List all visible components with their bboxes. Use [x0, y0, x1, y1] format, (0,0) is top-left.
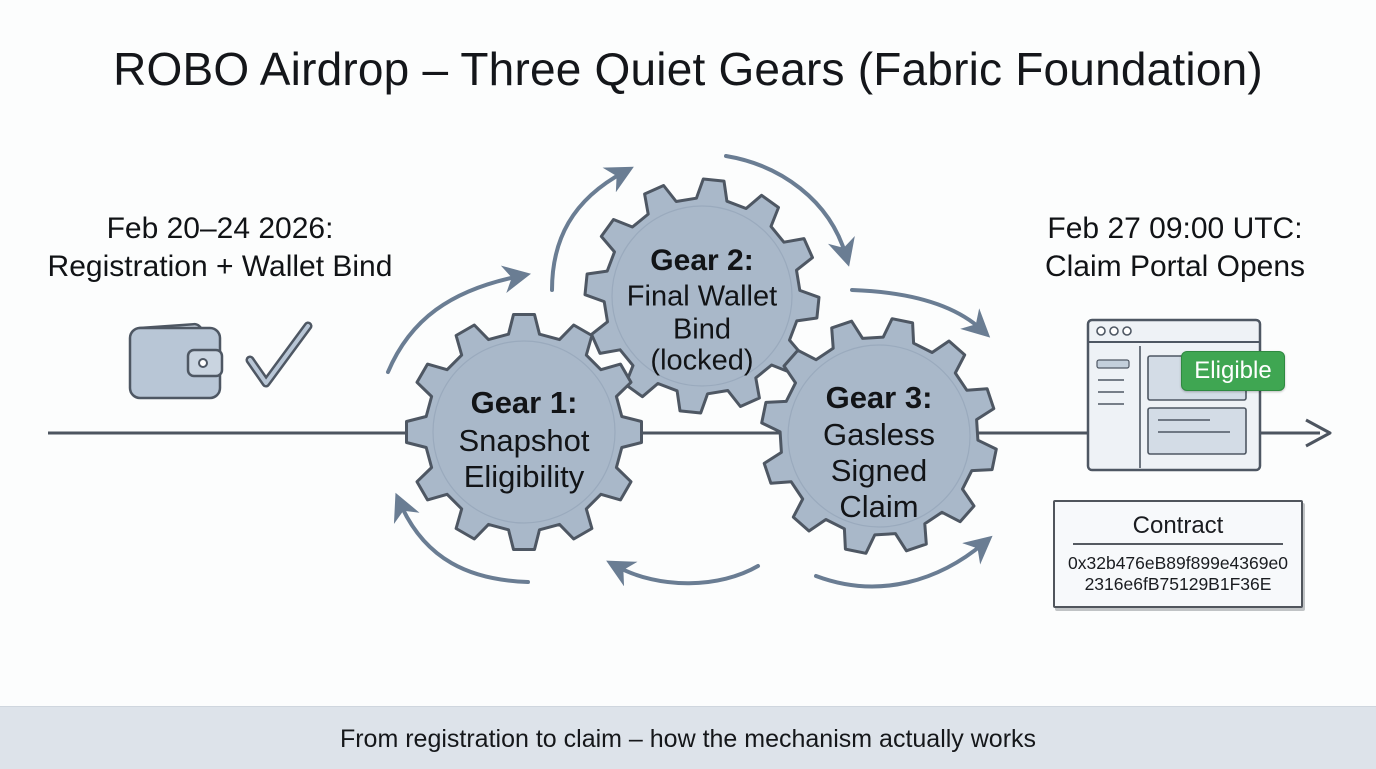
contract-title: Contract [1132, 512, 1224, 539]
cycle-arrow-7 [393, 492, 530, 584]
claim-caption: Feb 27 09:00 UTC: Claim Portal Opens [1010, 210, 1340, 286]
contract-address-line-2: 2316e6fB75129B1F36E [1084, 574, 1272, 594]
cycle-arrow-5 [814, 535, 993, 589]
gear-2-heading: Gear 2: [650, 244, 753, 277]
gear-3-label-line: Gasless [823, 417, 935, 452]
registration-date: Feb 20–24 2026: [106, 212, 334, 245]
gear-2-label-line: Final Wallet [627, 281, 777, 313]
gear-3-shape [760, 317, 998, 555]
gear-1-heading: Gear 1: [471, 385, 578, 420]
cycle-arrow-2 [550, 166, 634, 292]
gear-1-shape [405, 313, 643, 551]
registration-caption: Feb 20–24 2026: Registration + Wallet Bi… [20, 210, 420, 286]
contract-address-line-1: 0x32b476eB89f899e4369e0 [1068, 553, 1288, 573]
contract-divider [1073, 543, 1283, 545]
gear-1-label-line: Snapshot [459, 423, 590, 458]
cycle-arrow-1 [386, 265, 531, 374]
gear-1-inner-ring [432, 340, 616, 524]
footer-caption: From registration to claim – how the mec… [339, 725, 1037, 753]
gear-2-label-line: (locked) [650, 345, 753, 377]
gear-2-label-line: Bind [673, 314, 731, 346]
footer-bar: From registration to claim – how the mec… [0, 706, 1376, 769]
registration-label: Registration + Wallet Bind [47, 250, 393, 283]
timeline-arrowhead-icon [1305, 418, 1332, 448]
cycle-arrow-6 [606, 560, 760, 587]
gear-2-shape [583, 177, 821, 415]
gear-3-label-line: Claim [839, 489, 918, 524]
wallet-icon [128, 322, 224, 400]
claim-label: Claim Portal Opens [1044, 250, 1306, 283]
gear-1-label-line: Eligibility [464, 459, 585, 494]
cycle-arrow-4 [850, 288, 991, 338]
gear-3-inner-ring [787, 344, 971, 528]
cycle-arrow-3 [724, 154, 855, 267]
diagram-title: ROBO Airdrop – Three Quiet Gears (Fabric… [113, 43, 1263, 95]
eligible-badge: Eligible [1181, 351, 1285, 391]
browser-window-icon [1086, 318, 1262, 472]
gear-3-label-line: Signed [831, 453, 928, 488]
gear-3-heading: Gear 3: [826, 380, 933, 415]
claim-date: Feb 27 09:00 UTC: [1047, 212, 1303, 245]
gear-2-inner-ring [611, 205, 793, 387]
contract-box: Contract 0x32b476eB89f899e4369e0 2316e6f… [1053, 500, 1303, 608]
